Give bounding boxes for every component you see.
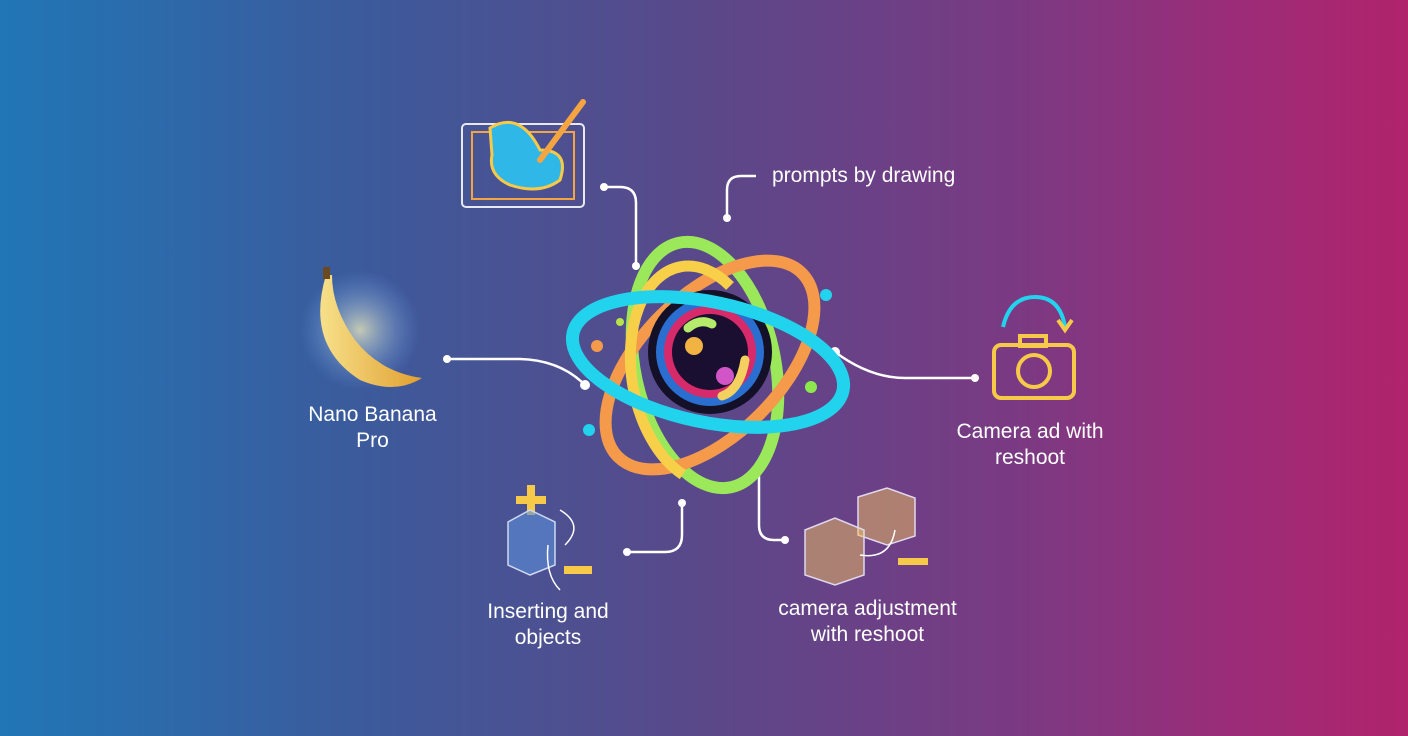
- label-inserting-objects: Inserting and objects: [458, 599, 638, 651]
- label-camera-ad-reshoot: Camera ad with reshoot: [935, 419, 1125, 471]
- label-camera-adjustment: camera adjustment with reshoot: [755, 596, 980, 648]
- drawing-tablet-icon: [461, 99, 586, 208]
- label-line: reshoot: [994, 446, 1066, 469]
- connector-lines: [447, 174, 975, 554]
- label-nano-banana-pro: Nano Banana Pro: [290, 402, 455, 454]
- camera-lens-orbit-icon: [565, 235, 851, 495]
- camera-reshoot-icon: [992, 294, 1076, 400]
- banana-icon: [300, 267, 422, 390]
- insert-object-cube-icon: [507, 485, 592, 591]
- label-line: with reshoot: [810, 623, 925, 646]
- label-line: Pro: [356, 429, 389, 452]
- label-line: Camera ad with: [956, 420, 1104, 443]
- label-line: camera adjustment: [778, 597, 957, 620]
- label-prompts-by-drawing: prompts by drawing: [772, 164, 956, 187]
- label-line: objects: [514, 626, 582, 649]
- camera-adjustment-cubes-icon: [804, 487, 928, 586]
- label-line: Nano Banana: [308, 403, 437, 426]
- label-line: Inserting and: [487, 600, 609, 623]
